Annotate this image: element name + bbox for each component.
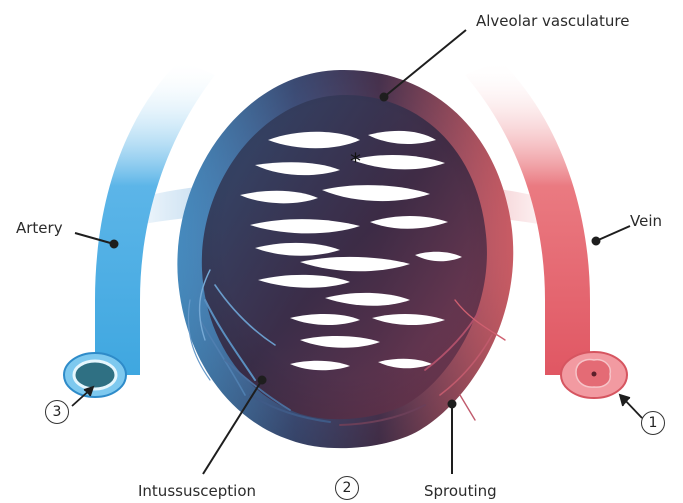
capillary-mesh	[177, 70, 513, 448]
vein-label: Vein	[630, 212, 662, 230]
marker-two: 2	[335, 476, 359, 500]
sprouting-label: Sprouting	[424, 482, 497, 500]
asterisk-marker: *	[350, 154, 361, 172]
marker-three: 3	[45, 400, 69, 424]
intussusception-label: Intussusception	[138, 482, 256, 500]
artery-lumen-inner	[74, 361, 116, 389]
artery-label: Artery	[16, 219, 63, 237]
marker-one: 1	[641, 411, 665, 435]
alveolar-vasculature-label: Alveolar vasculature	[476, 12, 629, 30]
